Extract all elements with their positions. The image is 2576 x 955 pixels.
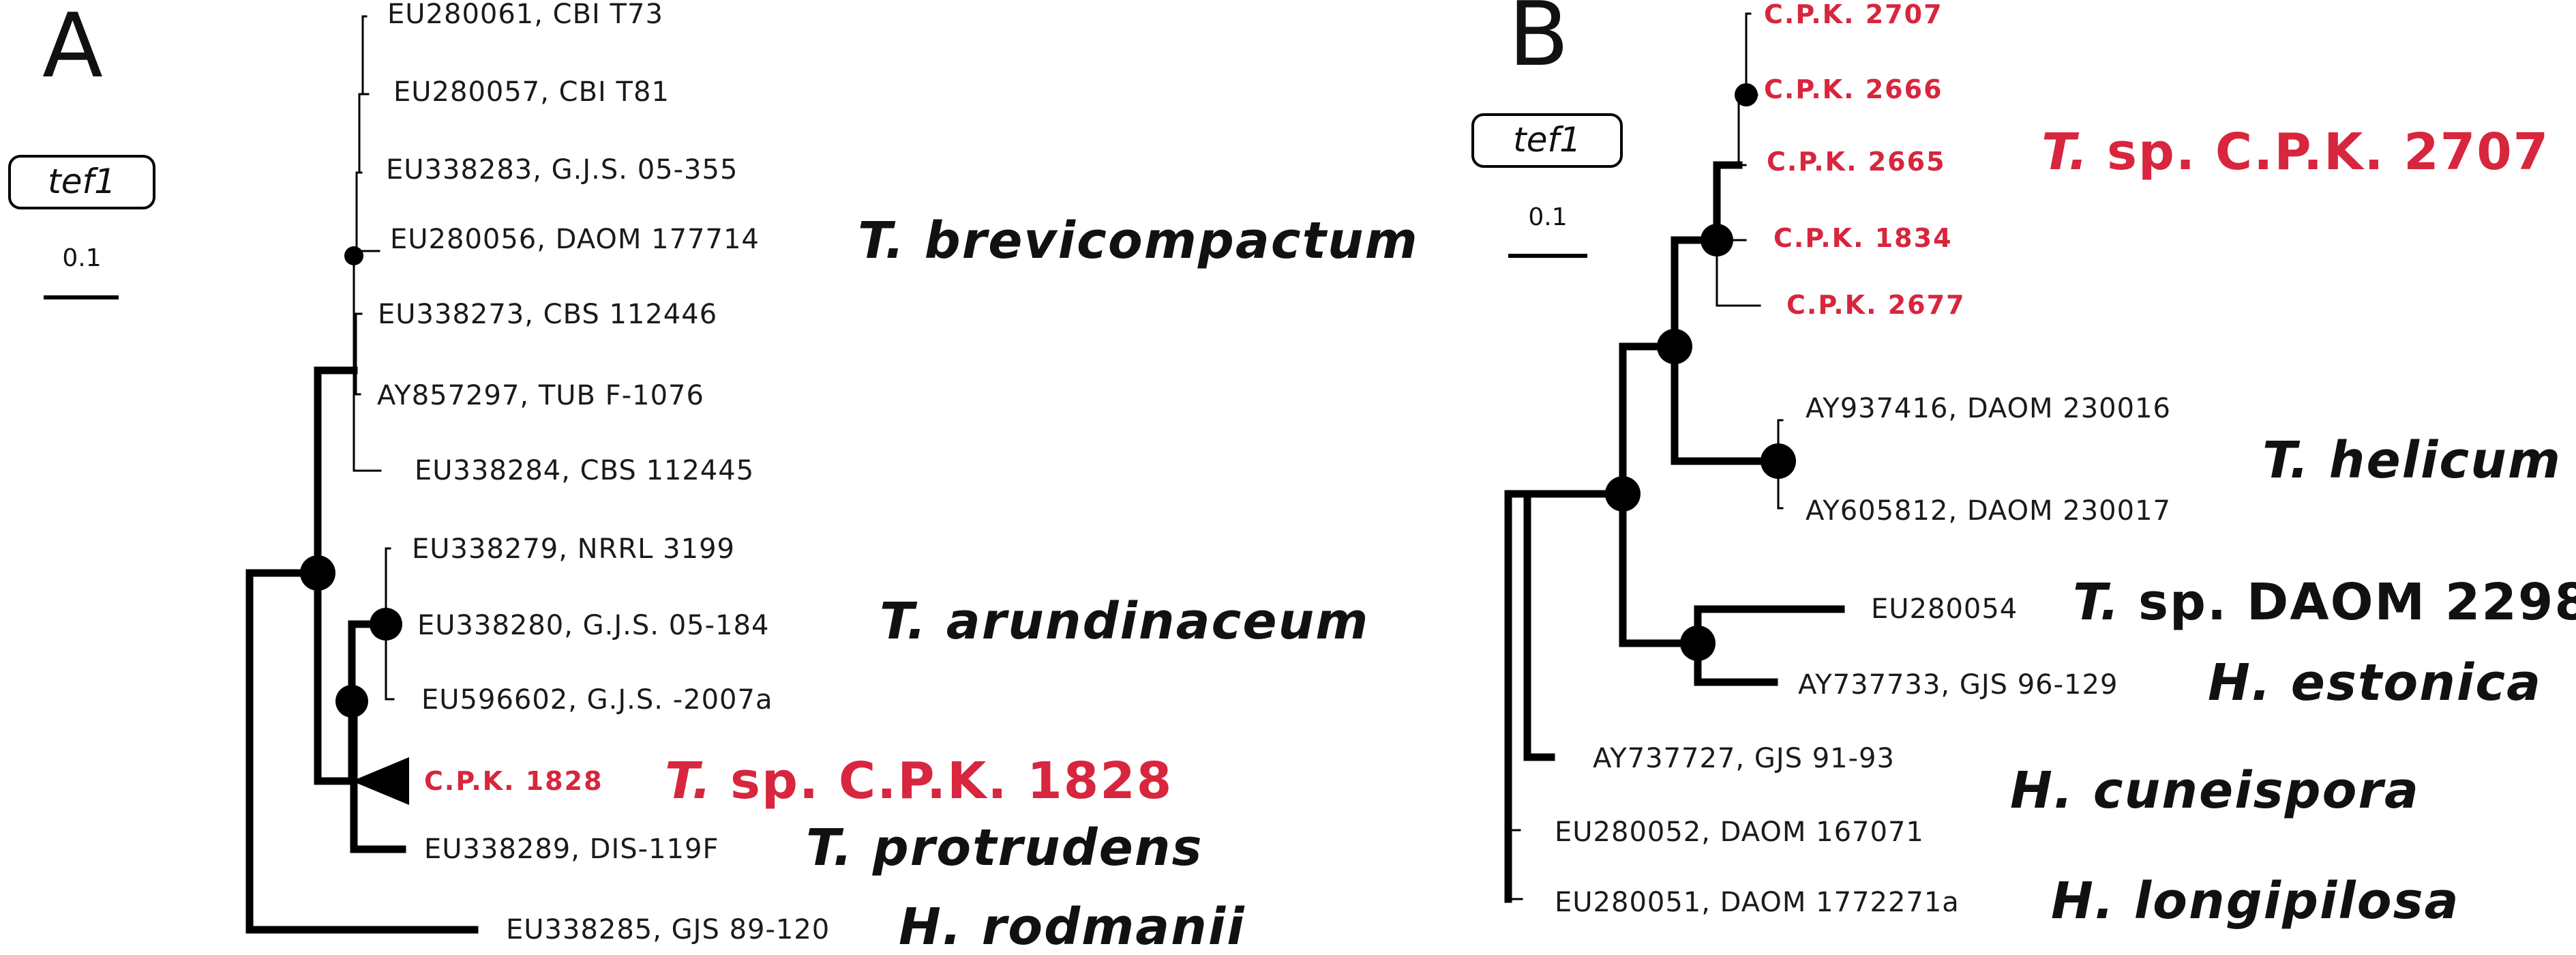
- species-arundinaceum: T. arundinaceum: [880, 592, 1369, 651]
- a-leaf-label: EU338280, G.J.S. 05-184: [417, 610, 769, 641]
- a-leaf-label: EU338284, CBS 112445: [415, 455, 754, 486]
- panel-b-gene-label: tef1: [1513, 120, 1581, 160]
- b-leaf-label-highlight: C.P.K. 1834: [1773, 223, 1953, 253]
- a-leaf-label: EU338289, DIS-119F: [424, 834, 719, 865]
- panel-a-scale-label: 0.1: [62, 244, 101, 272]
- a-leaf-eu596602: [385, 623, 395, 701]
- panel-b-scale-label: 0.1: [1528, 203, 1567, 231]
- a-leaf-label: EU596602, G.J.S. -2007a: [421, 684, 773, 716]
- species-sp-cpk2707: T.sp. C.P.K. 2707: [2041, 123, 2549, 181]
- a-branch-lower-stem: [314, 569, 358, 785]
- species-sp-cpk1828: T.sp. C.P.K. 1828: [665, 752, 1173, 810]
- panel-a-leaf-labels: EU280061, CBI T73 EU280057, CBI T81 EU33…: [377, 0, 830, 945]
- b-branch-inner-stem: [1713, 161, 1743, 244]
- species-rodmanii: H. rodmanii: [899, 898, 1246, 955]
- b-leaf-label: AY737733, GJS 96-129: [1798, 669, 2118, 701]
- b-node-upper: [1657, 329, 1692, 364]
- panel-a-letter: A: [42, 0, 103, 98]
- b-leaf-label: EU280054: [1871, 593, 2018, 625]
- b-leaf-label: AY937416, DAOM 230016: [1806, 393, 2171, 424]
- panel-b: B tef1 0.1: [1471, 0, 2576, 930]
- species-protrudens: T. protrudens: [806, 819, 1203, 877]
- a-leaf-label: EU338279, NRRL 3199: [412, 533, 735, 565]
- b-leaf-label: EU280052, DAOM 167071: [1555, 817, 1924, 848]
- a-node-brevicompactum: [344, 246, 363, 265]
- a-node-arundinaceum: [370, 608, 402, 641]
- a-leaf-label: EU280056, DAOM 177714: [390, 224, 760, 255]
- species-cuneispora: H. cuneispora: [2010, 761, 2420, 820]
- a-brevi-lower: [353, 312, 363, 396]
- species-longipilosa: H. longipilosa: [2051, 872, 2460, 930]
- species-brevicompactum: T. brevicompactum: [858, 211, 1419, 270]
- b-leaf-cpk2707: [1745, 12, 1752, 96]
- a-root-branch: [245, 569, 322, 934]
- b-node-helicum: [1761, 443, 1796, 479]
- species-helicum: T. helicum: [2262, 431, 2562, 490]
- a-branch-brevi-stem: [314, 366, 358, 577]
- b-branch-estonica-stem: [1619, 490, 1702, 647]
- a-node-main: [300, 555, 335, 591]
- b-leaf-label-highlight: C.P.K. 2707: [1764, 0, 1943, 29]
- panel-a: A tef1 0.1: [8, 0, 1419, 955]
- panel-b-gene-box: [1471, 113, 1623, 168]
- a-leaf-label-highlight: C.P.K. 1828: [424, 766, 603, 796]
- b-leaf-cpk2677: [1716, 239, 1761, 307]
- b-leaf-label-highlight: C.P.K. 2665: [1767, 147, 1946, 177]
- panel-a-species-labels: T. brevicompactum T. arundinaceum T.sp. …: [665, 211, 1419, 955]
- a-cpk1828-triangle: [352, 757, 409, 805]
- a-node-arund-sp: [335, 685, 368, 718]
- b-node-estonica: [1680, 626, 1716, 661]
- b-node-sp2707: [1701, 224, 1733, 256]
- species-estonica: H. estonica: [2208, 653, 2542, 712]
- a-leaf-label: AY857297, TUB F-1076: [377, 380, 704, 411]
- panel-a-tree: [245, 15, 479, 934]
- b-leaf-label-highlight: C.P.K. 2677: [1786, 290, 1966, 320]
- b-root-upper: [1504, 490, 1627, 903]
- species-sp-daom229888: T.sp. DAOM 229888: [2073, 573, 2576, 632]
- a-leaf-label: EU338283, G.J.S. 05-355: [386, 154, 738, 186]
- b-branch-upper: [1619, 342, 1679, 498]
- b-leaf-label-highlight: C.P.K. 2666: [1764, 74, 1943, 104]
- panel-b-species-labels: T.sp. C.P.K. 2707 T. helicum T.sp. DAOM …: [2010, 123, 2576, 930]
- a-leaf-eu338279: [385, 547, 391, 626]
- panel-a-gene-label: tef1: [48, 162, 116, 201]
- panel-b-letter: B: [1508, 0, 1569, 86]
- b-node-inner: [1735, 83, 1758, 106]
- a-leaf-label: EU280061, CBI T73: [387, 0, 663, 30]
- a-leaf-eu338284: [353, 369, 382, 472]
- panel-b-leaf-labels: C.P.K. 2707 C.P.K. 2666 C.P.K. 2665 C.P.…: [1555, 0, 2171, 918]
- b-branch-helicum-stem: [1671, 342, 1782, 465]
- b-leaf-label: EU280051, DAOM 1772271a: [1555, 887, 1960, 918]
- a-leaf-label: EU280057, CBI T81: [393, 76, 670, 108]
- a-branch-protrudens: [350, 777, 406, 853]
- b-node-main: [1605, 476, 1641, 512]
- panel-b-tree: [1504, 12, 1845, 903]
- b-leaf-label: AY737727, GJS 91-93: [1593, 743, 1895, 774]
- b-leaf-label: AY605812, DAOM 230017: [1806, 495, 2171, 527]
- b-leaf-eu280054: [1694, 605, 1845, 647]
- a-leaf-label: EU338273, CBS 112446: [378, 299, 717, 330]
- panel-a-gene-box: [8, 155, 155, 209]
- a-leaf-label: EU338285, GJS 89-120: [506, 914, 830, 945]
